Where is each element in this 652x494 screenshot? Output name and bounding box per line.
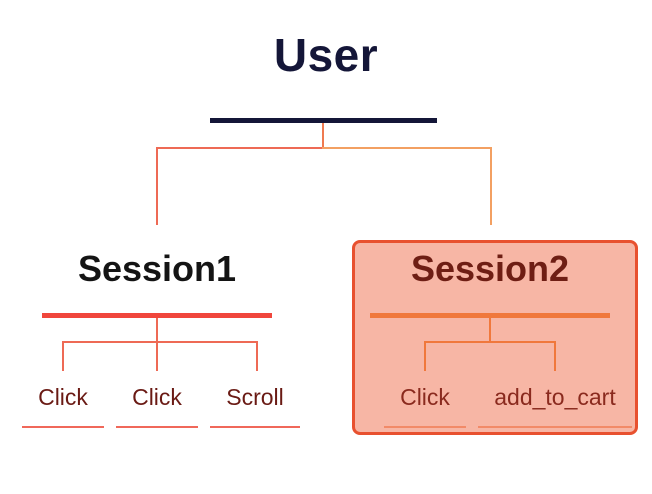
session1-connector-event2 xyxy=(156,341,158,371)
session1-event-3: Scroll xyxy=(226,384,284,410)
session2-event-2: add_to_cart xyxy=(494,384,616,410)
connector-to-session2 xyxy=(490,147,492,225)
root-node-label: User xyxy=(273,29,379,81)
session2-label: Session2 xyxy=(410,248,570,289)
session2-connector-event1 xyxy=(424,341,426,371)
session2-event-1: Click xyxy=(400,384,450,410)
session1-connector-event1 xyxy=(62,341,64,371)
connector-to-session1 xyxy=(156,147,158,225)
root-connector-stem xyxy=(322,123,324,148)
session1-label: Session1 xyxy=(77,248,237,289)
session2-bar xyxy=(370,313,610,318)
session1-connector-horizontal xyxy=(62,341,258,343)
session2-event-2-underline xyxy=(478,426,632,428)
session1-event-2: Click xyxy=(132,384,182,410)
session1-bar xyxy=(42,313,272,318)
session1-connector-event3 xyxy=(256,341,258,371)
session1-connector-stem xyxy=(156,318,158,342)
session2-event-1-underline xyxy=(384,426,466,428)
session2-connector-stem xyxy=(489,318,491,342)
session2-connector-event2 xyxy=(554,341,556,371)
root-connector-right xyxy=(322,147,492,149)
session2-highlight-box xyxy=(352,240,638,435)
root-connector-left xyxy=(156,147,324,149)
session1-event-1-underline xyxy=(22,426,104,428)
session1-event-2-underline xyxy=(116,426,198,428)
session1-event-1: Click xyxy=(38,384,88,410)
session2-connector-horizontal xyxy=(424,341,556,343)
root-node-bar xyxy=(210,118,437,123)
session1-event-3-underline xyxy=(210,426,300,428)
